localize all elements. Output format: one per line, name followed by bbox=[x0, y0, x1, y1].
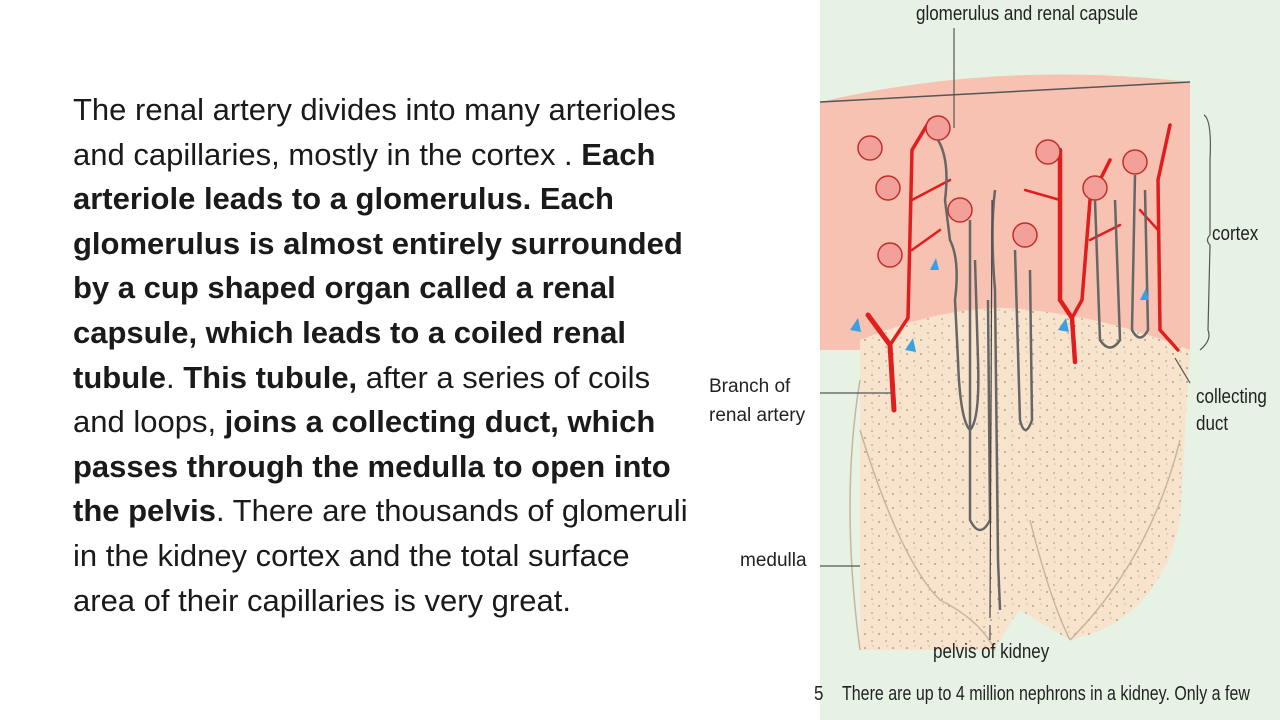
label-renal-artery: renal artery bbox=[709, 405, 806, 426]
body-text-segment: The renal artery divides into many arter… bbox=[73, 92, 677, 172]
body-text-segment: . bbox=[166, 359, 184, 395]
medulla-lobe-outline bbox=[849, 379, 1181, 651]
glomeruli bbox=[857, 115, 1148, 268]
body-text-segment: joins a collecting duct, which passes th… bbox=[73, 404, 671, 529]
kidney-nephron-diagram bbox=[820, 0, 1280, 720]
main-collecting-duct bbox=[989, 199, 993, 619]
label-pelvis-of-kidney: pelvis of kidney bbox=[933, 641, 1050, 663]
body-text-segment: . There are thousands of glomeruli in th… bbox=[73, 493, 688, 618]
body-text-segment: This tubule, bbox=[183, 359, 358, 395]
body-paragraph: The renal artery divides into many arter… bbox=[73, 88, 688, 623]
label-collecting: collecting bbox=[1196, 386, 1267, 408]
label-cortex: cortex bbox=[1212, 223, 1259, 245]
body-text-segment: Each arteriole leads to a glomerulus. Ea… bbox=[73, 136, 683, 395]
blue-arrow-markers bbox=[850, 258, 1149, 352]
tubules bbox=[936, 139, 1150, 611]
label-glomerulus-renal-capsule: glomerulus and renal capsule bbox=[916, 3, 1139, 25]
label-duct: duct bbox=[1196, 413, 1229, 435]
figure-caption: There are up to 4 million nephrons in a … bbox=[842, 683, 1250, 705]
medulla-dots bbox=[860, 308, 1190, 650]
body-text-segment: after a series of coils and loops, bbox=[73, 359, 651, 440]
leader-lines bbox=[820, 28, 1211, 640]
caption-number: 5 bbox=[814, 683, 824, 705]
renal-artery-branches bbox=[865, 118, 1180, 413]
label-medulla: medulla bbox=[740, 550, 807, 571]
label-branch-of: Branch of bbox=[709, 376, 791, 397]
cortex-top-edge bbox=[820, 81, 1191, 103]
